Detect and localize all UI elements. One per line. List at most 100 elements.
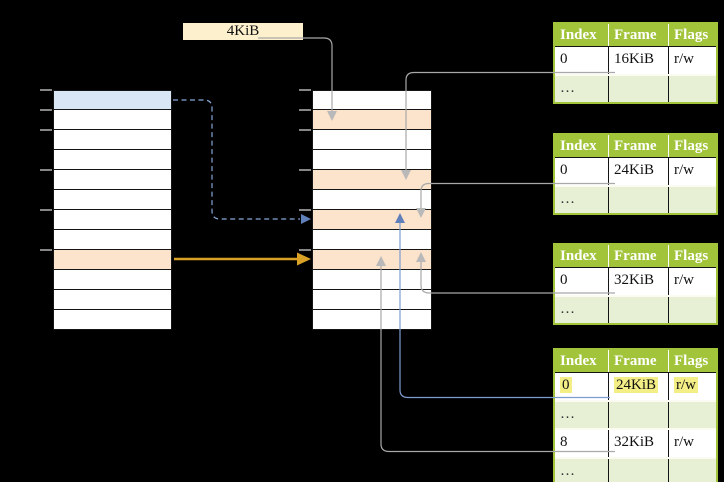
table-header-cell: Index: [560, 27, 597, 43]
left-row1-to-mid-row7-dashed-line: [173, 99, 300, 220]
table-cell: [668, 186, 716, 213]
page-size-label: 4KiB: [183, 23, 303, 40]
left-memory-column-row: [53, 250, 172, 270]
left-memory-column-row: [53, 130, 172, 150]
table-header-cell: Frame: [608, 135, 668, 157]
table-cell: …: [560, 300, 575, 317]
highlight-mark: r/w: [674, 377, 698, 393]
table-cell: [608, 458, 668, 482]
table-cell: 32KiB: [608, 268, 668, 295]
table-cell: 16KiB: [608, 47, 668, 74]
middle-memory-column-row: [312, 270, 432, 290]
middle-memory-column-row: [312, 130, 432, 150]
table-cell: 0: [560, 51, 568, 67]
table-cell: …: [560, 405, 575, 422]
left-memory-column-row: [53, 290, 172, 310]
left-memory-column-row: [53, 270, 172, 290]
left-memory-column-row: [53, 90, 172, 110]
table-cell: 0: [555, 373, 608, 400]
table-cell: r/w: [668, 373, 716, 400]
left-memory-column-row: [53, 310, 172, 330]
table-cell: r/w: [668, 268, 716, 295]
table-header-cell: Frame: [608, 350, 668, 372]
table-cell: 32KiB: [608, 430, 668, 457]
middle-memory-column-row: [312, 190, 432, 210]
table-cell: r/w: [668, 158, 716, 185]
address-tick: [40, 209, 52, 211]
table-cell: 0: [560, 162, 568, 178]
highlight-mark: 0: [560, 377, 572, 393]
table-header-cell: Flags: [668, 24, 716, 46]
table-cell: r/w: [668, 47, 716, 74]
middle-memory-column-row: [312, 310, 432, 330]
table-cell: …: [560, 190, 575, 207]
left-memory-column-row: [53, 170, 172, 190]
table-cell: [608, 186, 668, 213]
address-tick: [40, 89, 52, 91]
middle-memory-column-row: [312, 170, 432, 190]
address-tick: [299, 129, 311, 131]
table-row: …: [555, 294, 716, 323]
left-memory-column-row: [53, 230, 172, 250]
left-memory-column-row: [53, 110, 172, 130]
table-cell: [668, 401, 716, 428]
table-row: …: [555, 456, 716, 482]
table-cell: [608, 75, 668, 102]
table-cell: …: [560, 79, 575, 96]
table-header-cell: Frame: [608, 24, 668, 46]
middle-memory-column-row: [312, 210, 432, 230]
table-cell: [668, 296, 716, 323]
left-memory-column-row: [53, 150, 172, 170]
highlight-mark: 24KiB: [614, 377, 659, 393]
address-tick: [40, 109, 52, 111]
table-header-cell: Index: [560, 353, 597, 369]
table-row: 0 24KiB r/w: [555, 372, 716, 400]
middle-memory-column-row: [312, 150, 432, 170]
table-header-cell: Flags: [668, 135, 716, 157]
address-tick: [299, 89, 311, 91]
middle-memory-column-row: [312, 290, 432, 310]
table-cell: …: [560, 462, 575, 479]
table-cell: 24KiB: [608, 158, 668, 185]
table-cell: 8: [560, 434, 568, 450]
middle-memory-column-row: [312, 90, 432, 110]
table-cell: 0: [560, 272, 568, 288]
left-row1-to-mid-row7-dashed-arrowhead: [301, 214, 311, 224]
table-cell: [668, 75, 716, 102]
left-row9-to-mid-row9-arrowhead: [297, 252, 311, 266]
middle-memory-column-row: [312, 250, 432, 270]
table-cell: [608, 401, 668, 428]
table-row: …: [555, 73, 716, 102]
address-tick: [299, 169, 311, 171]
table-row: …: [555, 184, 716, 213]
table-row: …: [555, 399, 716, 428]
table-header-cell: Flags: [668, 245, 716, 267]
left-memory-column-row: [53, 210, 172, 230]
table-header-cell: Frame: [608, 245, 668, 267]
address-tick: [40, 249, 52, 251]
table-cell: [608, 296, 668, 323]
address-tick: [40, 169, 52, 171]
left-memory-column-row: [53, 190, 172, 210]
address-tick: [299, 249, 311, 251]
middle-memory-column-row: [312, 110, 432, 130]
table-header-cell: Index: [560, 138, 597, 154]
middle-memory-column-row: [312, 230, 432, 250]
table-header-cell: Index: [560, 248, 597, 264]
table-header-cell: Flags: [668, 350, 716, 372]
table-cell: r/w: [668, 430, 716, 457]
table-cell: [668, 458, 716, 482]
address-tick: [40, 129, 52, 131]
